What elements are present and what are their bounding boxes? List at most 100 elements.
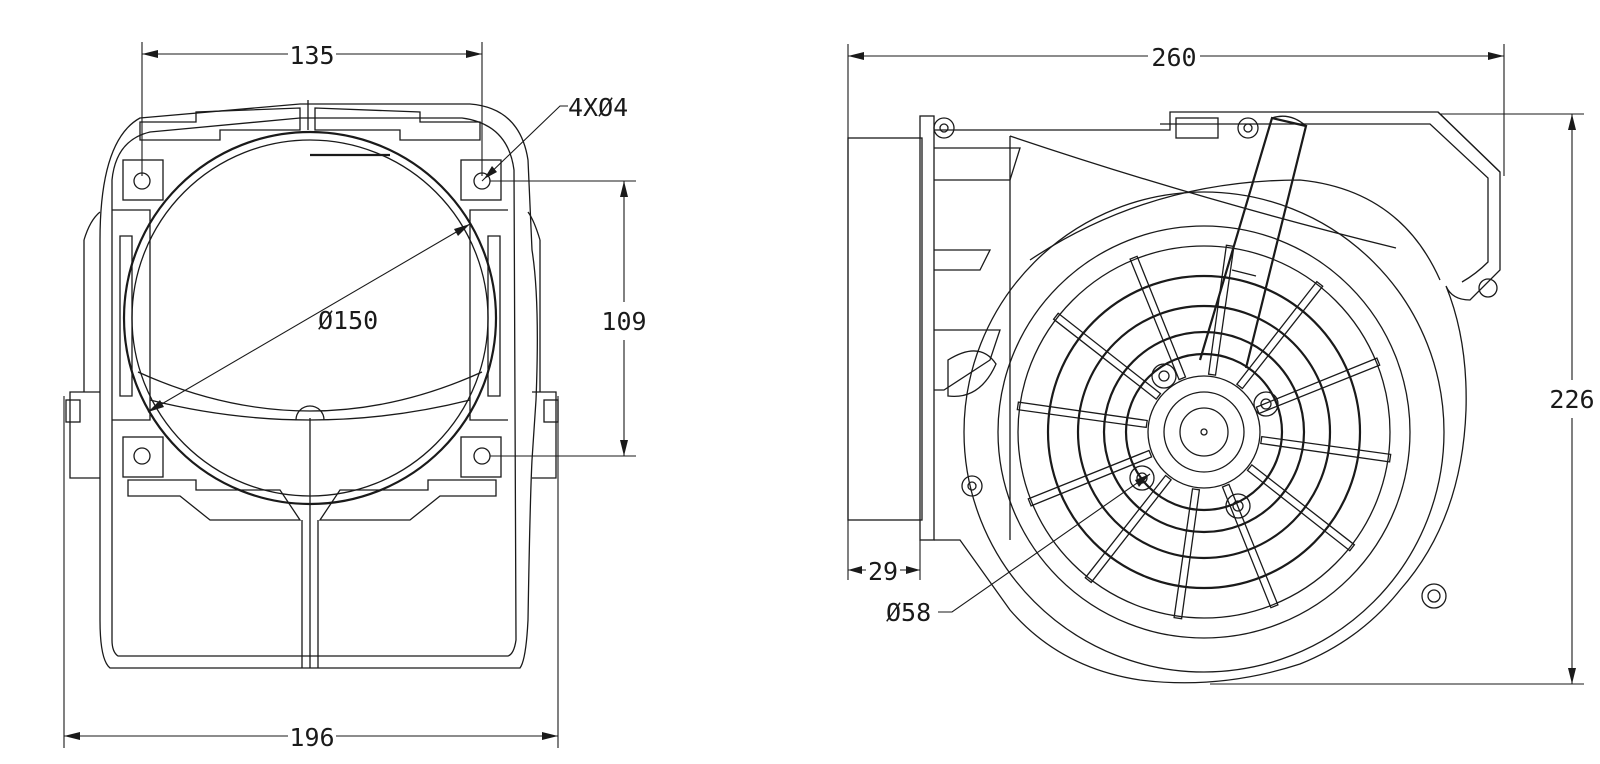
motor-shaft bbox=[1200, 428, 1208, 436]
flange-hole-top-inner bbox=[939, 123, 949, 133]
impeller-ring-7 bbox=[1124, 352, 1284, 512]
dim-196-arrow-right bbox=[542, 732, 558, 740]
dim-29-arrow-left bbox=[848, 566, 862, 574]
front-bottom-rib-left bbox=[127, 479, 302, 521]
damper-hinge bbox=[295, 405, 325, 421]
dim-holes-arrow bbox=[484, 166, 497, 179]
motor-hub-ring bbox=[1147, 375, 1261, 489]
front-top-rib-right bbox=[314, 107, 481, 141]
dim-109-arrow-top bbox=[620, 181, 628, 197]
motor-hub-inner bbox=[1163, 391, 1245, 473]
dim-58-arrow bbox=[1135, 474, 1150, 487]
inlet-rib-low bbox=[934, 329, 1001, 391]
motor-screw-2 bbox=[1253, 391, 1279, 417]
motor-bracket-arm-rib bbox=[1231, 269, 1257, 277]
front-housing-outline bbox=[99, 103, 538, 669]
housing-ear-hole-bottom bbox=[1427, 589, 1441, 603]
housing-top-hole bbox=[1237, 117, 1259, 139]
damper-flap-lower bbox=[137, 371, 483, 412]
housing-ear-hole-right bbox=[1478, 278, 1498, 298]
mount-hole-br bbox=[473, 447, 491, 465]
dim-holes-label: 4XØ4 bbox=[568, 93, 628, 122]
impeller-spoke bbox=[1016, 401, 1148, 429]
housing-top-hole-inner bbox=[1243, 123, 1253, 133]
impeller-ring-5 bbox=[1076, 304, 1332, 560]
housing-top-tab bbox=[1175, 117, 1219, 139]
dim-29-label: 29 bbox=[868, 557, 898, 586]
impeller-spoke bbox=[1255, 357, 1381, 415]
impeller-spoke bbox=[1027, 449, 1153, 507]
impeller-spoke bbox=[1173, 488, 1201, 620]
dim-260-label: 260 bbox=[1151, 43, 1196, 72]
dim-holes-leader bbox=[481, 105, 568, 182]
impeller-spoke bbox=[1221, 483, 1279, 609]
front-frame-left-inner bbox=[119, 235, 133, 397]
front-boss-br bbox=[460, 436, 502, 478]
dim-150-label: Ø150 bbox=[318, 306, 378, 335]
dim-196-arrow-left bbox=[64, 732, 80, 740]
housing-ear-bottom bbox=[1421, 583, 1447, 609]
impeller-ring-6 bbox=[1102, 330, 1306, 534]
flange-hole-top bbox=[933, 117, 955, 139]
impeller-ring-2 bbox=[997, 225, 1411, 639]
inlet-rib-top bbox=[934, 147, 1021, 181]
front-view-dimensions: 135 4XØ4 Ø150 109 196 bbox=[63, 41, 647, 752]
front-right-skirt-top bbox=[527, 211, 541, 241]
dim-226-label: 226 bbox=[1549, 385, 1594, 414]
impeller-spoke bbox=[1129, 255, 1187, 381]
dim-150-arrow-bottom bbox=[148, 400, 164, 412]
damper-flap-edge bbox=[149, 399, 471, 421]
dim-260-arrow-left bbox=[848, 52, 864, 60]
dim-29-arrow-right bbox=[906, 566, 920, 574]
dim-135-label: 135 bbox=[289, 41, 334, 70]
dim-226-arrow-bottom bbox=[1568, 668, 1576, 684]
impeller-spoke bbox=[1260, 435, 1392, 463]
front-view bbox=[65, 100, 559, 669]
scroll-housing-outline bbox=[934, 111, 1501, 684]
motor-stub-right bbox=[532, 391, 557, 479]
dim-58-label: Ø58 bbox=[886, 598, 931, 627]
motor-screw-4 bbox=[1225, 493, 1251, 519]
motor-stub-left bbox=[69, 391, 100, 479]
front-frame-left bbox=[112, 209, 151, 421]
inlet-collar bbox=[847, 137, 923, 521]
motor-shaft-collar bbox=[1179, 407, 1229, 457]
side-view-dimensions: 260 226 29 Ø58 bbox=[847, 43, 1595, 685]
impeller-spoke bbox=[1084, 474, 1173, 584]
impeller-spoke bbox=[1235, 280, 1324, 390]
dim-135-arrow-left bbox=[142, 50, 158, 58]
impeller-ring-3 bbox=[1017, 245, 1391, 619]
front-left-skirt-top bbox=[83, 211, 101, 241]
mount-hole-bl bbox=[133, 447, 151, 465]
dim-150-leader bbox=[147, 223, 471, 413]
front-boss-tl bbox=[122, 159, 164, 201]
scroll-sweep-inner bbox=[1029, 179, 1441, 281]
motor-stub-left-tab bbox=[65, 399, 81, 423]
dim-226-arrow-top bbox=[1568, 114, 1576, 130]
motor-screw-4-inner bbox=[1232, 500, 1244, 512]
motor-screw-1-inner bbox=[1158, 370, 1170, 382]
front-frame-right bbox=[469, 209, 508, 421]
front-top-rib-left bbox=[139, 107, 301, 141]
front-bottom-rib-right bbox=[318, 479, 497, 521]
impeller-ring-4 bbox=[1046, 274, 1362, 590]
dim-196-label: 196 bbox=[289, 723, 334, 752]
inlet-rib-mid bbox=[934, 249, 992, 271]
impeller-spokes bbox=[1016, 244, 1392, 620]
dim-109-arrow-bottom bbox=[620, 440, 628, 456]
dim-150-arrow-top bbox=[454, 224, 470, 236]
scroll-cutwater bbox=[1437, 111, 1501, 173]
flange-hole-bottom-inner bbox=[967, 481, 977, 491]
motor-screw-2-inner bbox=[1260, 398, 1272, 410]
motor-bracket-arm-top bbox=[1271, 115, 1307, 127]
motor-screw-3 bbox=[1129, 465, 1155, 491]
dim-260-arrow-right bbox=[1488, 52, 1504, 60]
front-housing-inner-outline bbox=[111, 117, 517, 657]
dim-135-arrow-right bbox=[466, 50, 482, 58]
front-frame-right-inner bbox=[487, 235, 501, 397]
motor-screw-1 bbox=[1151, 363, 1177, 389]
scroll-sweep-top bbox=[1009, 135, 1397, 249]
impeller-ring-1 bbox=[963, 191, 1445, 673]
impeller-spoke bbox=[1052, 312, 1162, 401]
